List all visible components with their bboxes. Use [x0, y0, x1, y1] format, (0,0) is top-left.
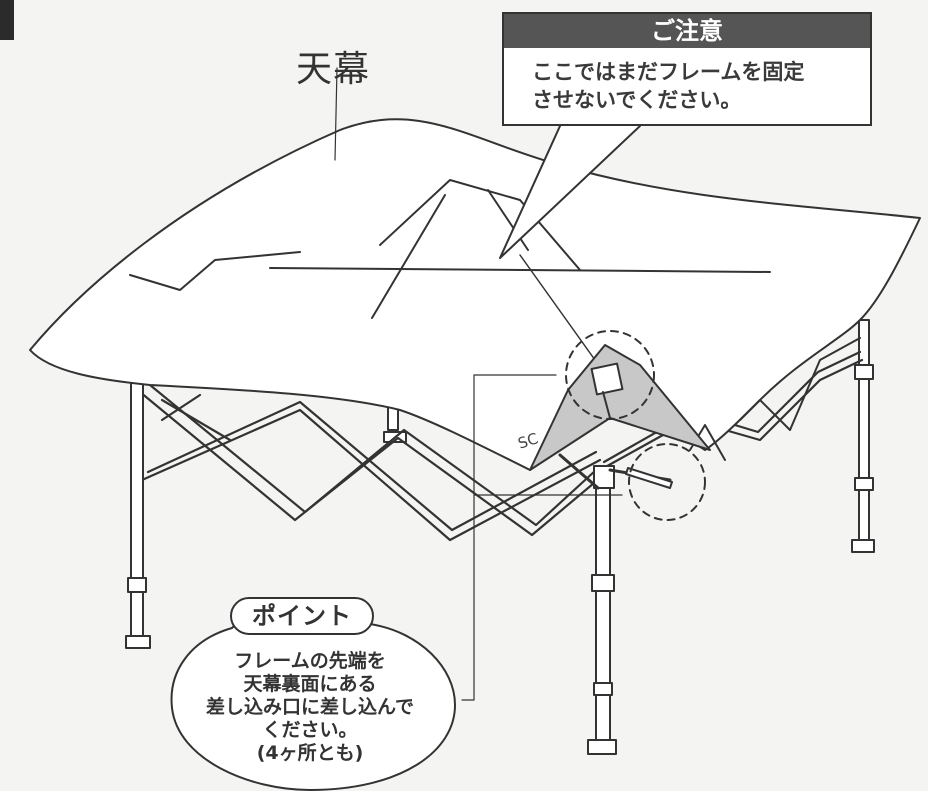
caution-title: ご注意 [504, 14, 870, 48]
canopy-label-leader [334, 67, 338, 161]
point-bubble [170, 611, 456, 791]
detail-circle-tip [628, 443, 706, 521]
point-line: (4ヶ所とも) [256, 742, 364, 764]
canopy-fabric [29, 118, 921, 471]
canopy-ridge [129, 251, 301, 291]
back-left-leg [383, 399, 407, 443]
canopy-crease [487, 189, 529, 251]
canopy-valance [739, 337, 861, 431]
caution-line: ここではまだフレームを固定 [532, 60, 805, 84]
front-left-leg [125, 381, 151, 649]
point-title: ポイント [230, 597, 374, 635]
point-text: フレームの先端を 天幕裏面にある 差し込み口に差し込んで ください。 (4ヶ所と… [175, 650, 445, 765]
canopy-ridge [269, 267, 771, 273]
point-line: フレームの先端を [234, 650, 386, 672]
canopy-crease [371, 194, 446, 319]
caution-pointer [499, 125, 641, 259]
canopy-peak [379, 179, 581, 271]
caution-text: ここではまだフレームを固定 させないでください。 [504, 48, 870, 114]
detail-circle-pocket [565, 330, 655, 420]
canopy-label: 天幕 [296, 49, 371, 90]
right-leg [851, 319, 875, 553]
point-line: 差し込み口に差し込んで [205, 696, 415, 718]
point-line: 天幕裏面にある [243, 673, 377, 695]
insert-pocket [590, 362, 624, 396]
caution-line: させないでください。 [532, 88, 742, 112]
caution-box: ご注意 ここではまだフレームを固定 させないでください。 [502, 12, 872, 126]
point-line: ください。 [262, 719, 358, 741]
point-leader [461, 374, 557, 701]
step-number-marker [0, 0, 14, 40]
front-right-leg [587, 465, 617, 755]
